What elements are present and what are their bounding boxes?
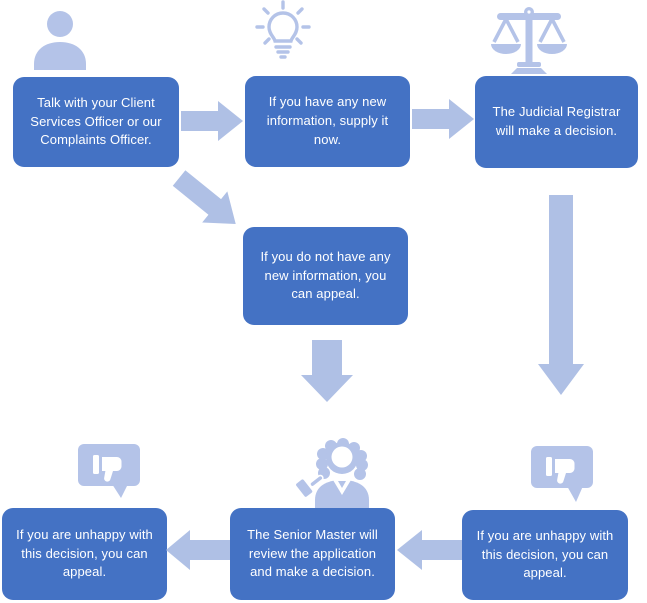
flow-box-senior-master: The Senior Master will review the applic…	[230, 508, 395, 600]
thumbs-down-bubble-icon	[78, 444, 142, 505]
flow-box-talk-client-services: Talk with your Client Services Officer o…	[13, 77, 179, 167]
flow-box-text: If you are unhappy with this decision, y…	[16, 526, 153, 580]
arrow-right-icon	[181, 101, 243, 146]
judge-gavel-icon	[289, 438, 389, 513]
flow-box-text: Talk with your Client Services Officer o…	[30, 94, 162, 148]
lightbulb-icon	[254, 0, 312, 67]
arrow-down-long-icon	[538, 195, 584, 400]
thumbs-down-bubble-icon	[531, 446, 595, 509]
flow-box-text: The Judicial Registrar will make a decis…	[492, 104, 621, 138]
person-icon	[28, 8, 92, 79]
flow-box-unhappy-appeal-right: If you are unhappy with this decision, y…	[462, 510, 628, 600]
arrow-left-icon	[397, 530, 462, 575]
flow-box-text: If you are unhappy with this decision, y…	[476, 527, 614, 581]
flow-box-no-new-info-appeal: If you do not have any new information, …	[243, 227, 408, 325]
arrow-right-icon	[412, 99, 474, 144]
flow-box-text: If you have any new information, supply …	[266, 94, 389, 147]
arrow-down-icon	[301, 340, 353, 407]
scales-of-justice-icon	[489, 4, 569, 79]
flow-box-text: The Senior Master will review the applic…	[247, 526, 378, 580]
arrow-left-icon	[166, 530, 230, 575]
flow-box-new-info-supply: If you have any new information, supply …	[245, 76, 410, 167]
flow-box-judicial-registrar: The Judicial Registrar will make a decis…	[475, 76, 638, 168]
flow-box-unhappy-appeal-left: If you are unhappy with this decision, y…	[2, 508, 167, 600]
arrow-diagonal-icon	[163, 162, 248, 243]
flow-box-text: If you do not have any new information, …	[260, 248, 391, 302]
